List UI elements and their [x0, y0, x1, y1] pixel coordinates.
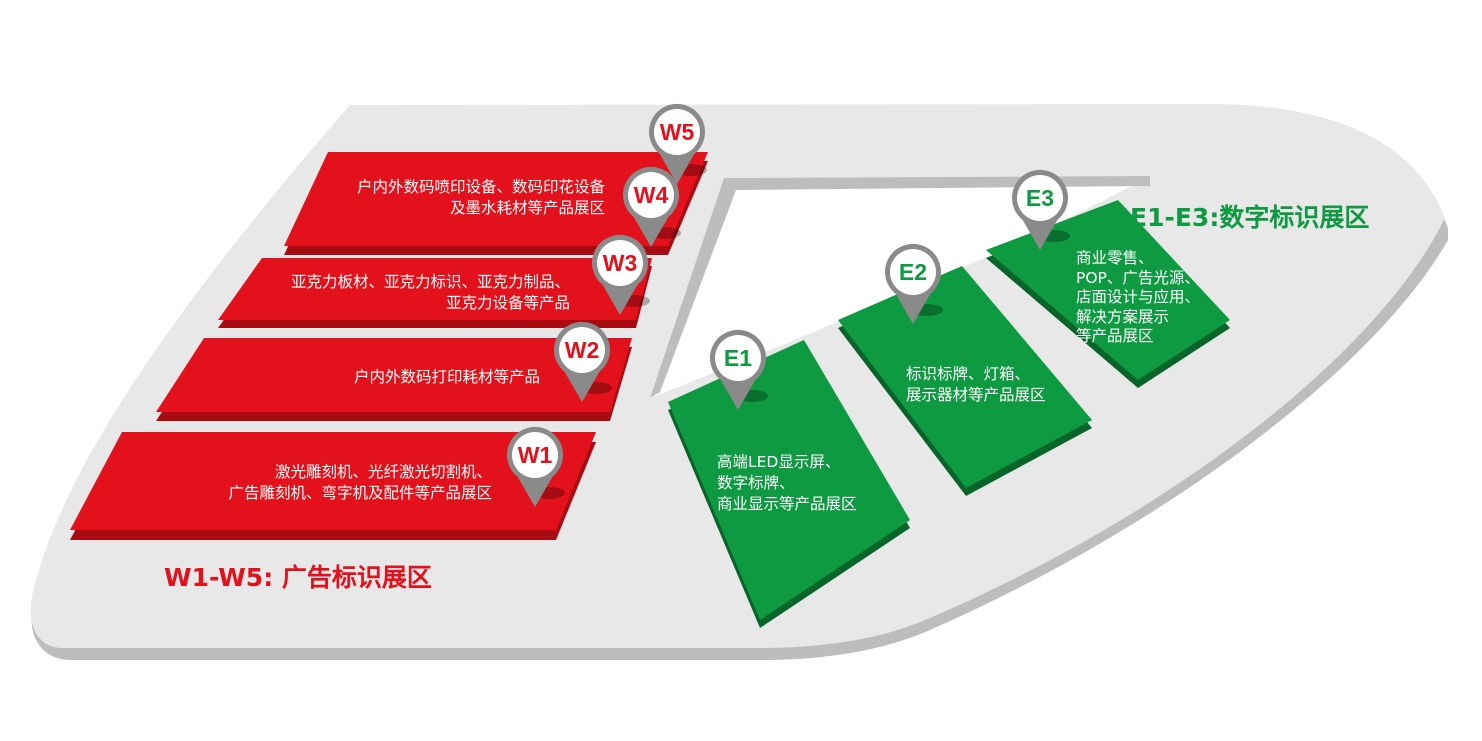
pin-face [512, 432, 558, 478]
hall-e1-text: 高端LED显示屏、 数字标牌、 商业显示等产品展区 [717, 452, 857, 515]
map-pin-w1-icon[interactable] [507, 426, 565, 507]
pin-face [628, 172, 674, 218]
map-pin-w4-icon[interactable] [622, 166, 681, 247]
hall-w4-text: 户内外数码喷印设备、数码印花设备 及墨水耗材等产品展区 [357, 177, 605, 219]
hall-e3-line-2: POP、广告光源、 [1076, 268, 1200, 287]
pin-label-w1[interactable]: W1 [517, 442, 553, 468]
pin-face [559, 327, 605, 373]
hall-e3-line-3: 店面设计与应用、 [1076, 288, 1201, 306]
hall-e2-line-2: 展示器材等产品展区 [906, 386, 1046, 404]
hall-w3-line-1: 亚克力板材、亚克力标识、亚克力制品、 [290, 273, 570, 291]
pin-label-w4[interactable]: W4 [633, 182, 669, 208]
hall-e1[interactable] [668, 340, 910, 628]
hall-e2-text: 标识标牌、灯箱、 展示器材等产品展区 [906, 364, 1046, 406]
pin-label-w3[interactable]: W3 [602, 250, 638, 276]
hall-w1-text: 激光雕刻机、光纤激光切割机、 广告雕刻机、弯字机及配件等产品展区 [228, 462, 492, 504]
map-pin-e1-icon[interactable] [710, 329, 768, 410]
map-pin-w2-icon[interactable] [554, 321, 612, 402]
pin-label-e1[interactable]: E1 [723, 345, 753, 371]
map-pin-w5-icon[interactable] [649, 103, 707, 184]
hall-e3-text: 商业零售、 POP、广告光源、 店面设计与应用、 解决方案展示 等产品展区 [1076, 249, 1200, 347]
pin-face [715, 335, 761, 381]
west-zone-title: W1-W5: 广告标识展区 [164, 563, 432, 592]
hall-w3-text: 亚克力板材、亚克力标识、亚克力制品、 亚克力设备等产品 [291, 272, 570, 314]
hall-e3-line-4: 解决方案展示 [1076, 307, 1170, 326]
hall-w2-text: 户内外数码打印耗材等产品 [354, 367, 540, 388]
pin-face [1017, 175, 1063, 221]
hall-w1-line-1: 激光雕刻机、光纤激光切割机、 [274, 463, 492, 481]
hall-e3-line-5: 等产品展区 [1076, 327, 1154, 345]
map-pin-e2-icon[interactable] [885, 243, 943, 324]
hall-e2-line-1: 标识标牌、灯箱、 [906, 365, 1031, 383]
pin-label-e3[interactable]: E3 [1025, 185, 1055, 211]
hall-w2[interactable] [156, 338, 632, 421]
map-pin-w3-icon[interactable] [592, 234, 650, 315]
pin-face [597, 240, 643, 286]
hall-w1-line-2: 广告雕刻机、弯字机及配件等产品展区 [228, 484, 492, 502]
pin-face [654, 109, 700, 155]
hall-w4-w5[interactable] [284, 152, 708, 255]
hall-w4-line-1: 户内外数码喷印设备、数码印花设备 [356, 178, 605, 196]
pin-label-w2[interactable]: W2 [564, 337, 600, 363]
hall-w3-line-2: 亚克力设备等产品 [445, 294, 570, 312]
pin-label-w5[interactable]: W5 [659, 119, 695, 145]
hall-w4-line-2: 及墨水耗材等产品展区 [449, 199, 605, 217]
hall-w2-line-1: 户内外数码打印耗材等产品 [353, 368, 540, 386]
east-zone-title: E1-E3:数字标识展区 [1130, 203, 1370, 232]
hall-w3[interactable] [218, 258, 652, 328]
hall-e3[interactable] [986, 200, 1230, 388]
hall-e2[interactable] [838, 266, 1092, 496]
map-pin-e3-icon[interactable] [1012, 169, 1070, 250]
hall-e1-line-1: 高端LED显示屏、 [717, 453, 841, 471]
hall-e3-line-1: 商业零售、 [1076, 249, 1154, 267]
hall-w1[interactable] [70, 432, 596, 540]
hall-e1-line-2: 数字标牌、 [717, 474, 795, 492]
pin-label-e2[interactable]: E2 [898, 259, 928, 285]
pin-face [890, 249, 936, 295]
hall-e1-line-3: 商业显示等产品展区 [717, 495, 857, 513]
